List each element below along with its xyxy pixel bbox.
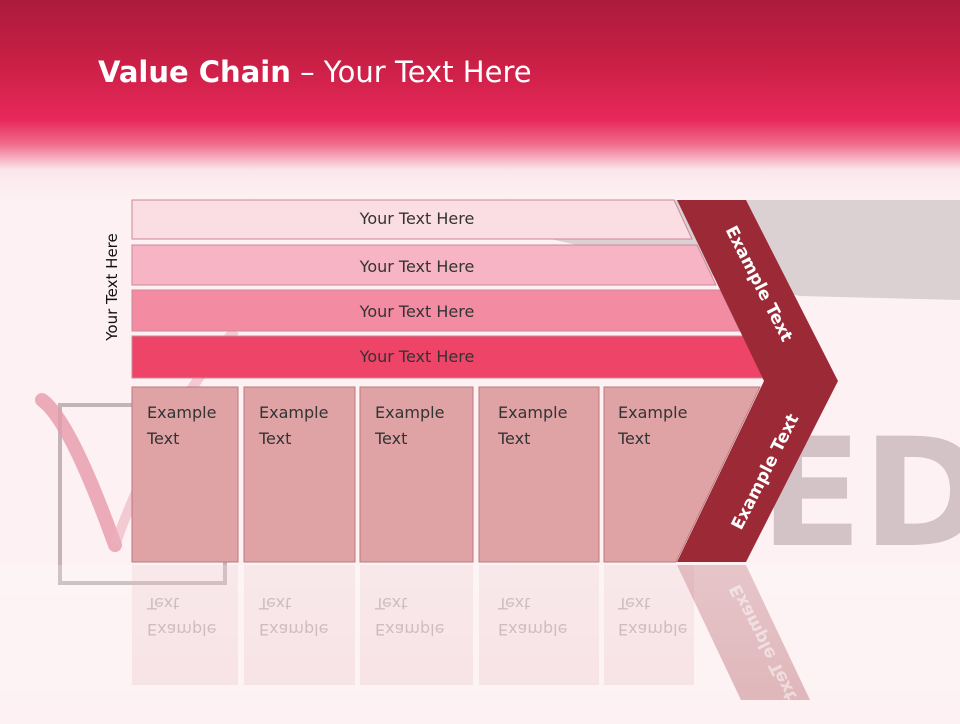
cell-box-5[interactable]	[603, 386, 761, 563]
row-bar-2[interactable]	[131, 244, 717, 286]
title-bold: Value Chain	[98, 55, 291, 89]
row-label-3: Your Text Here	[359, 302, 475, 321]
row-label-1: Your Text Here	[359, 209, 475, 228]
cell-box-2[interactable]	[243, 386, 356, 563]
cell-box-4[interactable]	[478, 386, 600, 563]
cell-box-3[interactable]	[359, 386, 474, 563]
row-label-2: Your Text Here	[359, 257, 475, 276]
chevron-arrow[interactable]	[677, 200, 838, 562]
row-bar-1[interactable]	[131, 199, 693, 240]
cell-box-1[interactable]	[131, 386, 239, 563]
title-rest: – Your Text Here	[290, 55, 532, 89]
row-label-4: Your Text Here	[359, 347, 475, 366]
header-band	[0, 0, 960, 200]
page-title: Value Chain – Your Text Here	[98, 55, 532, 89]
